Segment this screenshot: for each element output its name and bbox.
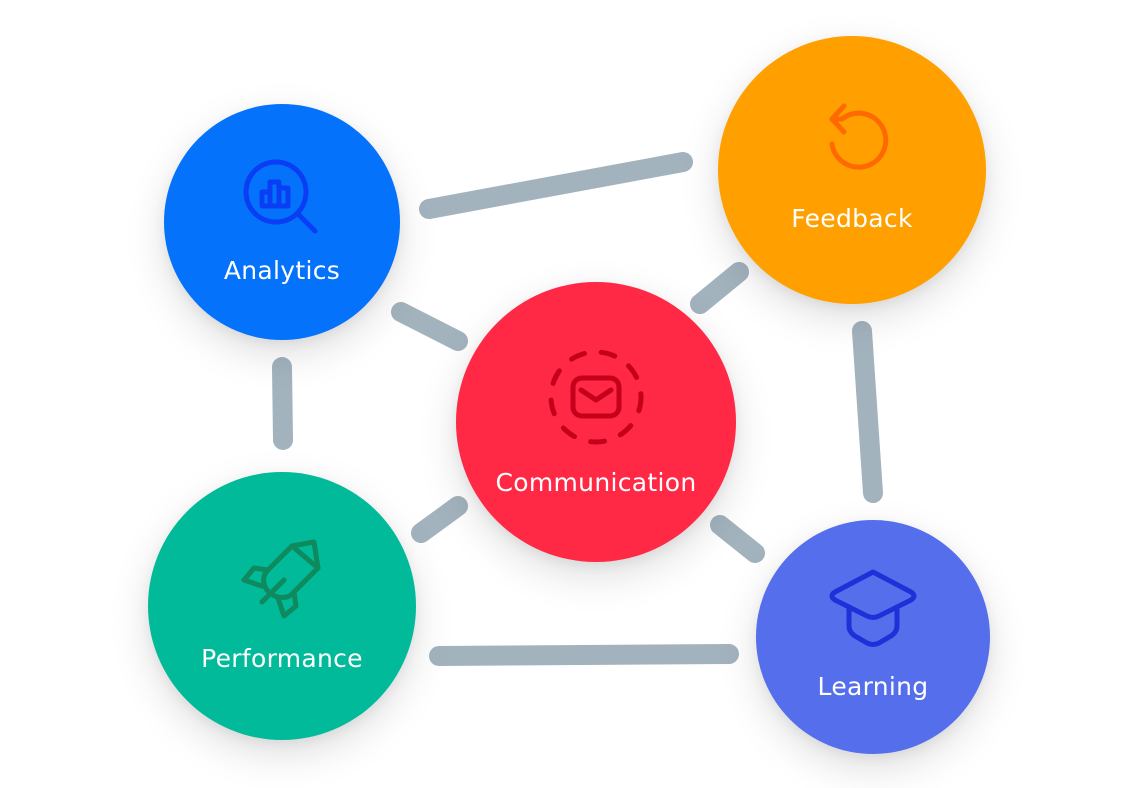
node-label: Learning <box>817 671 929 701</box>
edge-communication-performance <box>411 496 468 543</box>
node-communication[interactable]: Communication <box>456 282 736 562</box>
node-label: Analytics <box>223 255 341 285</box>
node-label: Feedback <box>791 203 913 233</box>
node-learning[interactable]: Learning <box>756 520 990 754</box>
node-performance[interactable]: Performance <box>148 472 416 740</box>
node-label: Communication <box>495 467 697 497</box>
edge-communication-learning <box>710 515 765 563</box>
mail-icon <box>548 349 644 444</box>
search-chart-icon <box>243 159 318 233</box>
edge-analytics-feedback <box>419 152 693 219</box>
node-feedback[interactable]: Feedback <box>718 36 986 304</box>
graduation-cap-icon <box>829 569 917 647</box>
edge-feedback-communication <box>690 262 749 314</box>
undo-arrow-icon <box>829 103 889 170</box>
edge-analytics-performance <box>272 357 293 450</box>
edge-feedback-learning <box>852 321 883 503</box>
edge-performance-learning <box>429 644 739 666</box>
edge-analytics-communication <box>391 302 468 351</box>
node-label: Performance <box>201 643 363 673</box>
node-analytics[interactable]: Analytics <box>164 104 400 340</box>
rocket-icon <box>241 539 321 618</box>
